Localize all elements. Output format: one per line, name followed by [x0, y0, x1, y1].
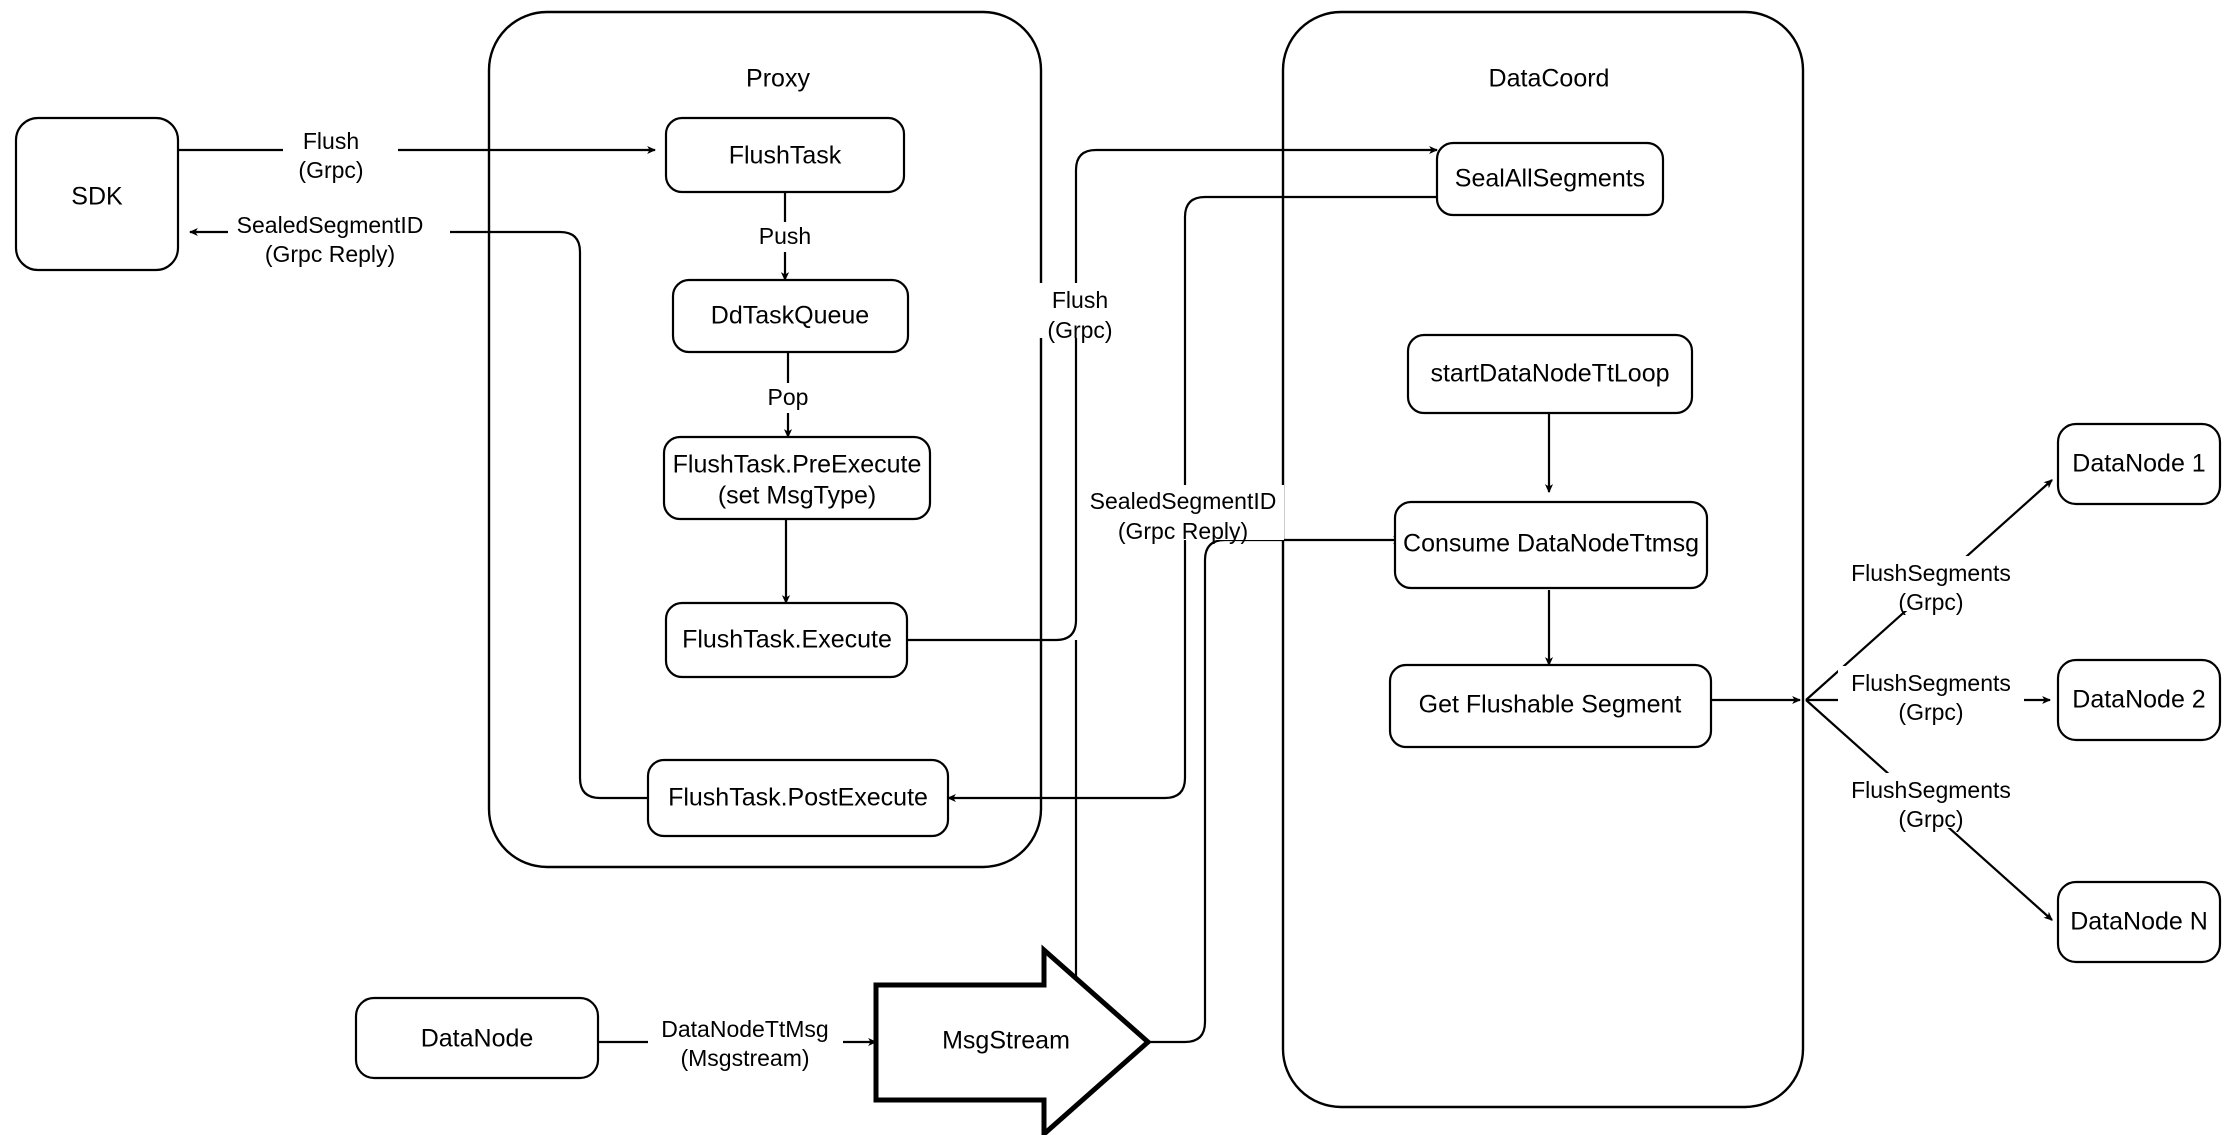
node-flushtask[interactable]: [664, 116, 906, 194]
shape-msgstream-block-arrow[interactable]: [873, 944, 1152, 1135]
edge-label-sealedsegmentid-line2: (Grpc Reply): [265, 241, 395, 267]
node-datanode-source-label: DataNode: [421, 1025, 534, 1053]
edge-label-pop: Pop: [768, 384, 809, 410]
node-flushtask-preexecute-label: FlushTask.PreExecute: [673, 451, 922, 479]
node-flushtask-execute-label: FlushTask.Execute: [682, 626, 892, 654]
node-startdatanodettloop-label: startDataNodeTtLoop: [1430, 360, 1669, 388]
edge-label-flushsegments-2-line1: FlushSegments: [1851, 670, 2011, 696]
node-sealallsegments[interactable]: [1435, 141, 1665, 217]
edge-execute-to-sealallsegments: [907, 145, 1439, 642]
label-bg-sdk-sealed: [228, 210, 450, 265]
node-datanode-2-label: DataNode 2: [2072, 686, 2205, 714]
edge-msgstream-to-consume: [1076, 535, 1403, 1044]
node-flushtask-preexecute[interactable]: [662, 435, 932, 521]
node-startdatanodettloop[interactable]: [1406, 333, 1694, 415]
node-datanode-1[interactable]: [2056, 422, 2222, 506]
node-ddtaskqueue-label: DdTaskQueue: [711, 302, 869, 330]
edge-label-datanodettmsg-line1: DataNodeTtMsg: [661, 1016, 828, 1042]
node-sdk[interactable]: [14, 116, 180, 272]
edge-label-datacoord-sealed-line1: SealedSegmentID: [1090, 488, 1277, 514]
node-datanode-n[interactable]: [2056, 880, 2222, 964]
label-bg-flushsegments-1: [1838, 556, 2024, 611]
edge-label-flushsegments-n-line2: (Grpc): [1898, 806, 1963, 832]
label-bg-proxy-flush: [1030, 283, 1130, 338]
edge-label-proxy-flush-line2: (Grpc): [1047, 317, 1112, 343]
edge-label-flushsegments-1-line2: (Grpc): [1898, 589, 1963, 615]
edge-label-flushsegments-1-line1: FlushSegments: [1851, 560, 2011, 586]
edge-label-sealedsegmentid-line1: SealedSegmentID: [237, 212, 424, 238]
node-flushtask-label: FlushTask: [729, 142, 842, 170]
edge-proxy-to-sdk: [188, 227, 648, 800]
node-sealallsegments-label: SealAllSegments: [1455, 165, 1645, 193]
edge-label-flush-line2: (Grpc): [298, 157, 363, 183]
node-flushtask-postexecute-label: FlushTask.PostExecute: [668, 784, 928, 812]
label-bg-datacoord-sealed: [1084, 485, 1284, 540]
label-bg-sdk-flush: [283, 126, 398, 181]
label-bg-datanodettmsg: [648, 1012, 843, 1069]
edge-label-datacoord-sealed-line2: (Grpc Reply): [1118, 518, 1248, 544]
node-msgstream-label: MsgStream: [942, 1027, 1070, 1055]
label-bg-flushsegments-2: [1838, 666, 2024, 721]
edge-label-proxy-flush-line1: Flush: [1052, 287, 1108, 313]
edge-label-datanodettmsg-line2: (Msgstream): [680, 1045, 809, 1071]
label-bg-flushsegments-n: [1838, 773, 2024, 828]
proxy-container-title: Proxy: [746, 65, 810, 93]
node-datanode-source[interactable]: [354, 996, 600, 1080]
label-bg-pop: [755, 383, 821, 413]
edge-label-flushsegments-n-line1: FlushSegments: [1851, 777, 2011, 803]
node-consume-datanodettmsg[interactable]: [1393, 500, 1709, 590]
node-get-flushable-segment[interactable]: [1388, 663, 1713, 749]
node-flushtask-execute[interactable]: [664, 601, 909, 679]
edge-label-flush-line1: Flush: [303, 128, 359, 154]
node-ddtaskqueue[interactable]: [671, 278, 910, 354]
node-get-flushable-segment-label: Get Flushable Segment: [1419, 691, 1682, 719]
node-datanode-n-label: DataNode N: [2070, 908, 2208, 936]
node-flushtask-postexecute[interactable]: [646, 758, 950, 838]
edge-label-flushsegments-2-line2: (Grpc): [1898, 699, 1963, 725]
node-sdk-label: SDK: [71, 183, 123, 211]
node-datanode-2[interactable]: [2056, 658, 2222, 742]
label-bg-push: [748, 222, 820, 252]
datacoord-container-title: DataCoord: [1489, 65, 1610, 93]
edge-label-push: Push: [759, 223, 811, 249]
node-datanode-1-label: DataNode 1: [2072, 450, 2205, 478]
node-consume-datanodettmsg-label: Consume DataNodeTtmsg: [1403, 530, 1699, 558]
node-flushtask-preexecute-sublabel: (set MsgType): [718, 482, 876, 510]
